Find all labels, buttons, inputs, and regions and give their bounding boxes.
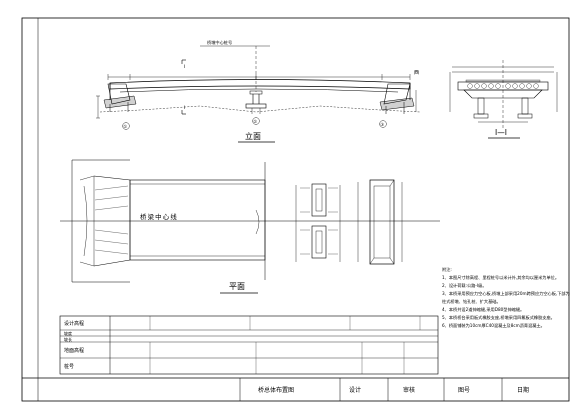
note-item: 柱式桥墩、钻孔桩、扩大基础。 bbox=[442, 298, 501, 304]
date-label: 日期 bbox=[517, 386, 529, 394]
note-item: 1、本图尺寸除高程、里程桩号以米计外,其余均以厘米为单位。 bbox=[442, 274, 560, 280]
section-mark-top: I bbox=[184, 64, 185, 70]
review-label: 审核 bbox=[403, 386, 415, 394]
abutment-detail bbox=[369, 179, 395, 265]
design-label: 设计 bbox=[349, 386, 361, 394]
plan-title: 平面 bbox=[229, 282, 245, 291]
centerline-label: 桥梁中心线 bbox=[140, 212, 178, 221]
section-mark-bottom: I bbox=[184, 105, 185, 111]
pier-footing bbox=[245, 103, 267, 109]
left-abutment bbox=[107, 83, 131, 105]
drawing-name: 桥总体布置图 bbox=[258, 386, 294, 394]
right-abutment bbox=[383, 83, 411, 105]
elevation-title: 立面 bbox=[245, 131, 261, 141]
pier-number: ③ bbox=[380, 122, 384, 128]
pier-number: ② bbox=[253, 119, 257, 125]
table-row-label: 设计高程 bbox=[64, 320, 84, 327]
note-item: 3、本桥采用预应力空心板,桥墩上部采用20m跨预应力空心板,下部为 bbox=[442, 290, 570, 296]
table-row-label: 地面高程 bbox=[64, 347, 84, 354]
section-title: I—I bbox=[495, 128, 507, 137]
outer-frame bbox=[21, 17, 570, 402]
figure-no-label: 图号 bbox=[458, 387, 470, 394]
bridge-deck bbox=[109, 79, 411, 90]
top-station-label: 桥墩中心桩号 bbox=[207, 39, 232, 46]
pier-detail-upper bbox=[311, 183, 327, 217]
table-row-label: 坡长 bbox=[64, 336, 72, 342]
deck-soffit bbox=[119, 88, 399, 93]
section-cap-beam bbox=[463, 89, 543, 99]
table-row-label: 桩号 bbox=[64, 363, 74, 370]
note-item: 4、本桥共设2道伸缩缝,采用D80型伸缩缝。 bbox=[442, 306, 525, 312]
elevation-view: 桥墩中心桩号 西 bbox=[96, 39, 421, 143]
table-row-label: 坡度 bbox=[64, 330, 72, 336]
note-item: 2、设计荷载:公路-I级。 bbox=[442, 282, 487, 288]
notes-block: 附注: 1、本图尺寸除高程、里程桩号以米计外,其余均以厘米为单位。 2、设计荷载… bbox=[442, 266, 570, 330]
title-block: 桥总体布置图 设计 审核 图号 日期 bbox=[22, 377, 569, 401]
detail-views bbox=[295, 179, 403, 265]
profile-table: 设计高程 坡度 坡长 地面高程 桩号 bbox=[59, 315, 439, 375]
note-item: 5、本桥桥台采用板式橡胶支座,桥墩采用四氟板式橡胶支座。 bbox=[442, 314, 555, 320]
pier-detail-lower bbox=[311, 225, 327, 259]
plan-view: 桥梁中心线 平面 bbox=[60, 159, 440, 294]
note-item: 6、桥面铺装为10cm厚C40混凝土及8cm沥青混凝土。 bbox=[442, 322, 545, 328]
pier-cap bbox=[249, 90, 263, 95]
right-abutment-label: 西 bbox=[414, 70, 419, 76]
section-view: I—I bbox=[449, 60, 558, 139]
notes-heading: 附注: bbox=[442, 267, 452, 272]
pier-number: ① bbox=[123, 124, 127, 130]
